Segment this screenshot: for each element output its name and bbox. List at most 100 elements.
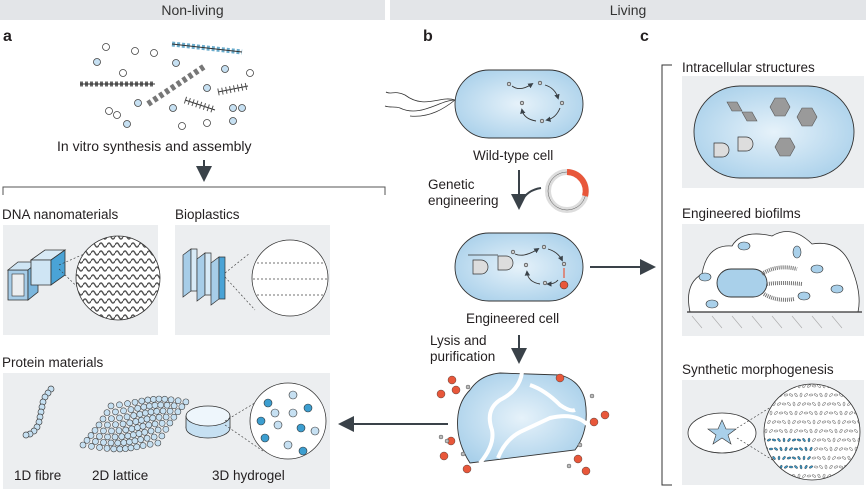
- morphogenesis-cell: [792, 420, 796, 424]
- lattice-unit: [159, 407, 167, 415]
- lattice-unit: [112, 421, 119, 428]
- engineered-biofilms-title: Engineered biofilms: [682, 206, 801, 221]
- morphogenesis-cell: [822, 402, 826, 406]
- morphogenesis-cell: [764, 465, 769, 469]
- morphogenesis-cell: [764, 384, 767, 388]
- morphogenesis-cell: [822, 473, 826, 479]
- morphogenesis-cell: [854, 393, 858, 397]
- morphogenesis-cell: [824, 411, 828, 415]
- morphogenesis-cell: [798, 429, 804, 433]
- morphogenesis-cell: [838, 447, 844, 451]
- morphogenesis-cell: [789, 428, 793, 434]
- lattice-unit: [137, 436, 145, 443]
- hydrogel-node: [288, 408, 298, 418]
- lattice-unit: [127, 406, 135, 413]
- morphogenesis-cell: [794, 465, 798, 469]
- morphogenesis-cell: [829, 393, 833, 397]
- morphogenesis-cell: [831, 384, 837, 388]
- lattice-unit: [174, 408, 182, 416]
- dna-helix: [171, 41, 243, 55]
- morphogenesis-cell: [832, 456, 836, 460]
- morphogenesis-cell: [847, 384, 851, 389]
- dna-nanomaterials-illustration: [6, 235, 161, 321]
- category-bracket: [2, 186, 386, 195]
- morphogenesis-cell: [784, 428, 788, 434]
- morphogenesis-cell: [857, 456, 860, 460]
- panel-letter-a: a: [3, 28, 12, 45]
- lattice-unit: [103, 409, 111, 416]
- lattice-unit: [96, 444, 103, 451]
- morphogenesis-cell: [769, 393, 773, 397]
- morphogenesis-cell: [829, 465, 833, 469]
- morphogenesis-cell: [783, 411, 789, 415]
- hydrogel-node: [273, 420, 283, 430]
- morphogenesis-cell: [849, 392, 853, 398]
- morphogenesis-cell: [819, 429, 823, 433]
- hydrogel-node: [270, 408, 280, 418]
- morphogenesis-cell: [764, 428, 768, 434]
- lattice-unit: [162, 413, 170, 421]
- morphogenesis-cell: [809, 446, 813, 452]
- morphogenesis-cell: [802, 455, 806, 461]
- morphogenesis-cell: [846, 420, 852, 424]
- morphogenesis-cell: [817, 473, 821, 479]
- morphogenesis-cell: [804, 429, 808, 433]
- morphogenesis-cell: [819, 465, 823, 469]
- morphogenesis-cell: [766, 438, 772, 442]
- lattice-unit: [155, 413, 163, 421]
- morphogenesis-cell: [789, 410, 793, 416]
- biofilm-illustration: [687, 231, 862, 329]
- morphogenesis-cell: [764, 474, 767, 478]
- morphogenesis-cell: [801, 420, 807, 424]
- morphogenesis-cell: [774, 392, 778, 398]
- star-pattern-icon: [707, 419, 737, 445]
- bacteria-cells: [698, 241, 844, 309]
- lattice-unit: [163, 401, 171, 409]
- morphogenesis-cell: [812, 419, 816, 425]
- morphogenesis-cell: [808, 393, 814, 397]
- lattice-unit: [158, 432, 166, 440]
- hydrogel-node: [310, 426, 320, 436]
- morphogenesis-cell: [804, 446, 808, 452]
- morphogenesis-cell: [777, 438, 781, 442]
- morphogenesis-cell: [799, 392, 803, 398]
- lattice-unit: [88, 443, 95, 450]
- lattice-unit: [115, 427, 123, 434]
- morphogenesis-cell: [788, 393, 794, 397]
- morphogenesis-cell: [837, 402, 841, 406]
- morphogenesis-cell: [846, 438, 852, 442]
- morphogenesis-cell: [856, 384, 860, 388]
- morphogenesis-cell: [851, 402, 857, 406]
- morphogenesis-cell: [818, 447, 824, 451]
- lattice-unit: [139, 442, 147, 449]
- morphogenesis-cell: [821, 420, 827, 424]
- hydrogel-node: [256, 416, 266, 426]
- lattice-unit: [151, 420, 159, 428]
- morphogenesis-cell: [854, 429, 858, 433]
- morphogenesis-cell: [858, 465, 860, 469]
- morphogenesis-cell: [809, 411, 813, 415]
- morphogenesis-cell: [826, 420, 832, 424]
- lattice-unit: [124, 400, 131, 407]
- morphogenesis-cell: [769, 429, 773, 433]
- lattice-unit: [100, 427, 107, 435]
- genetic-engineering-label-2: engineering: [428, 193, 499, 208]
- morphogenesis-cell: [834, 446, 838, 452]
- morphogenesis-cell: [779, 429, 783, 433]
- morphogenesis-cell: [824, 464, 828, 470]
- morphogenesis-cell: [812, 402, 816, 406]
- lattice-unit: [79, 441, 87, 449]
- hydrogel-node: [288, 390, 298, 400]
- morphogenesis-cell: [794, 429, 798, 433]
- panel-letter-b: b: [423, 28, 433, 45]
- lattice-unit: [131, 398, 139, 406]
- morphogenesis-cell: [802, 438, 806, 442]
- morphogenesis-cell: [842, 456, 846, 460]
- morphogenesis-cell: [776, 402, 782, 406]
- morphogenesis-cell: [807, 420, 811, 424]
- lattice-unit: [103, 445, 111, 452]
- lattice-unit: [107, 402, 115, 410]
- morphogenesis-cell: [799, 464, 803, 470]
- morphogenesis-cell: [782, 437, 786, 443]
- lattice-unit: [174, 397, 182, 404]
